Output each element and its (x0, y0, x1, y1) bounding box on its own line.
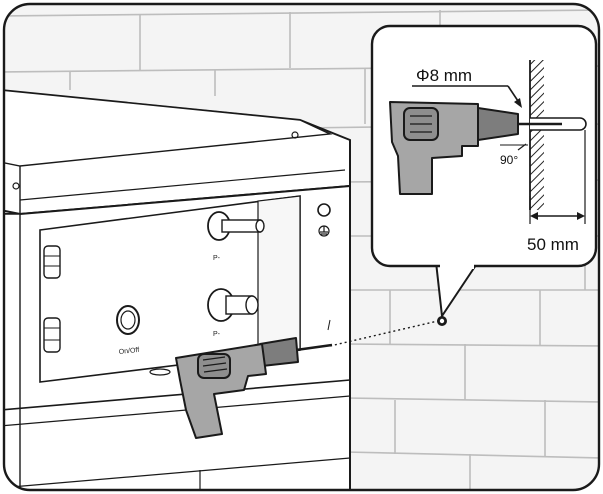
drilling-detail-callout: Φ8 mm 90° 50 mm (370, 24, 598, 317)
wall-section (530, 60, 544, 210)
ground-screw (317, 203, 331, 217)
left-connector-upper (43, 245, 61, 279)
diameter-arrowhead (514, 98, 522, 108)
power-switch (116, 305, 140, 335)
drilling-guide-line (329, 319, 443, 347)
power-switch-label: On/Off (118, 347, 139, 356)
ground-symbol (318, 225, 330, 237)
depth-label: 50 mm (527, 235, 579, 254)
port-lower (207, 288, 259, 322)
port-upper (207, 211, 265, 241)
battery-cabinet: On/Off P- P- (4, 88, 351, 490)
angle-label: 90° (500, 153, 518, 167)
callout-drill-icon (389, 101, 562, 195)
diameter-label: Φ8 mm (416, 66, 472, 85)
left-connector-lower (43, 317, 61, 353)
drill-icon (175, 337, 333, 439)
port-lower-label: P- (213, 331, 221, 338)
port-upper-label: P- (213, 255, 221, 262)
